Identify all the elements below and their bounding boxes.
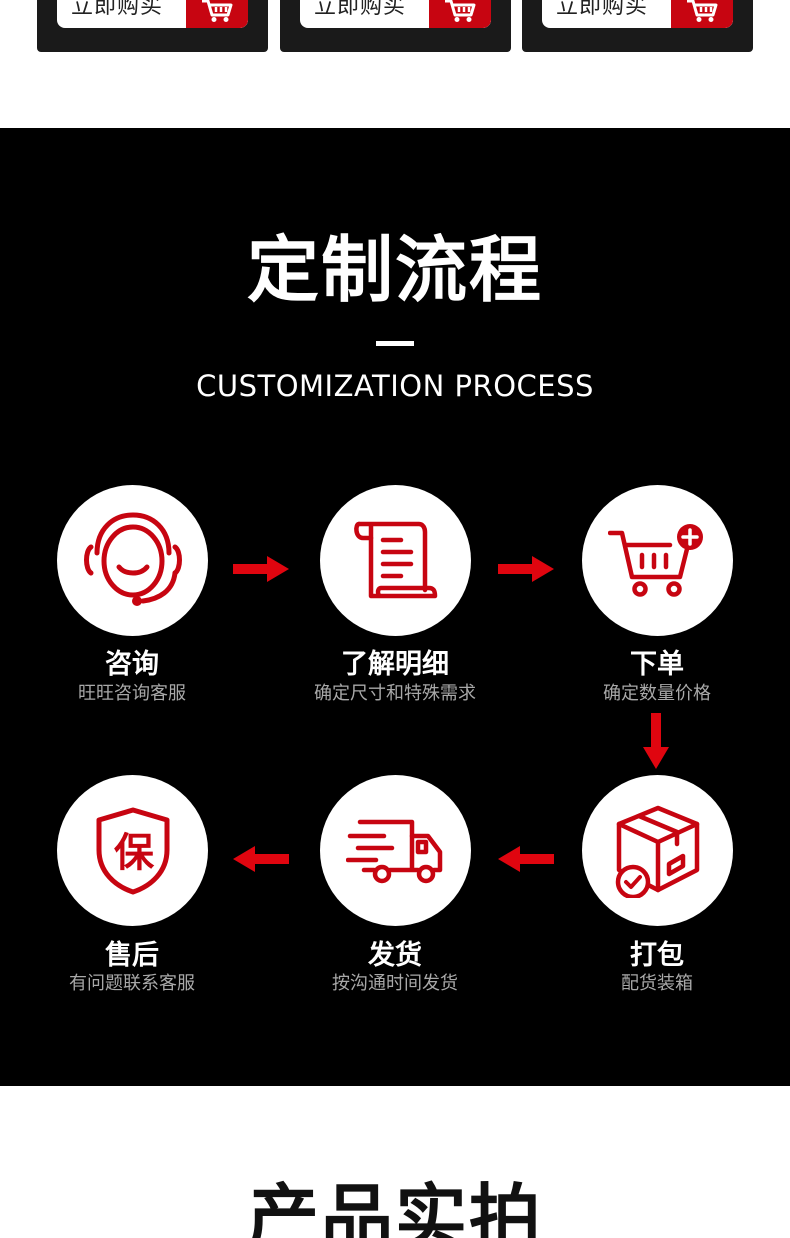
buy-now-label: 立即购买 xyxy=(314,0,407,19)
buy-now-button-2[interactable]: 立即购买 xyxy=(300,0,491,28)
step-order-desc: 确定数量价格 xyxy=(603,683,711,704)
cart-icon xyxy=(186,0,248,28)
step-ship-desc: 按沟通时间发货 xyxy=(332,973,458,994)
buy-now-button-1[interactable]: 立即购买 xyxy=(57,0,248,28)
step-order-circle xyxy=(582,485,733,636)
shield-guarantee-icon: 保 xyxy=(96,807,169,894)
step-ship-title: 发货 xyxy=(368,940,422,971)
step-consult-title: 咨询 xyxy=(105,649,159,680)
product-card-3-footer: 立即购买 xyxy=(522,0,753,52)
arrow-down-icon xyxy=(643,713,669,769)
step-consult-circle xyxy=(57,485,208,636)
buy-now-button-3[interactable]: 立即购买 xyxy=(542,0,733,28)
step-details-desc: 确定尺寸和特殊需求 xyxy=(314,683,476,704)
step-details-circle xyxy=(320,485,471,636)
customization-process-section: 定制流程 CUSTOMIZATION PROCESS 咨询 旺旺咨询客服 xyxy=(0,128,790,1086)
arrow-right-icon xyxy=(233,556,289,582)
step-order-title: 下单 xyxy=(630,649,684,680)
cart-icon xyxy=(429,0,491,28)
step-ship-circle xyxy=(320,775,471,926)
product-photos-title: 产品实拍 xyxy=(246,1176,543,1238)
product-card-2-footer: 立即购买 xyxy=(280,0,511,52)
step-pack-desc: 配货装箱 xyxy=(621,973,693,994)
step-pack-circle xyxy=(582,775,733,926)
svg-text:保: 保 xyxy=(114,830,155,876)
buy-now-label: 立即购买 xyxy=(556,0,649,19)
arrow-left-icon xyxy=(498,846,554,872)
arrow-right-icon xyxy=(498,556,554,582)
step-aftersales-desc: 有问题联系客服 xyxy=(69,973,195,994)
scroll-document-icon xyxy=(353,521,437,598)
package-box-check-icon xyxy=(615,805,699,898)
title-divider xyxy=(376,341,414,346)
customer-service-headset-icon xyxy=(83,512,182,606)
product-card-1-footer: 立即购买 xyxy=(37,0,268,52)
buy-now-label: 立即购买 xyxy=(71,0,164,19)
step-aftersales-circle: 保 xyxy=(57,775,208,926)
process-title: 定制流程 xyxy=(246,228,543,312)
cart-icon xyxy=(671,0,733,28)
step-details-title: 了解明细 xyxy=(341,649,449,680)
arrow-left-icon xyxy=(233,846,289,872)
add-to-cart-icon xyxy=(607,523,703,597)
delivery-truck-icon xyxy=(345,819,442,883)
step-pack-title: 打包 xyxy=(630,940,684,971)
step-aftersales-title: 售后 xyxy=(105,940,159,971)
process-subtitle: CUSTOMIZATION PROCESS xyxy=(196,369,594,403)
step-consult-desc: 旺旺咨询客服 xyxy=(78,683,186,704)
